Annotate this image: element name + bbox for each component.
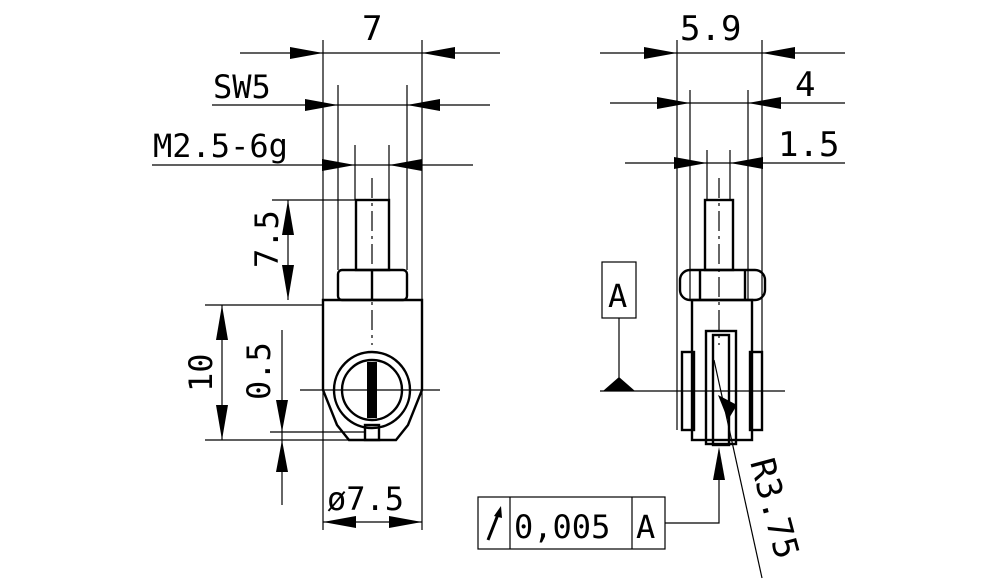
dim-slot-label: 1.5 bbox=[778, 125, 839, 165]
dim-hex-label: SW5 bbox=[213, 68, 271, 106]
dim-stud-length-label: 7.5 bbox=[248, 210, 286, 268]
feature-control-frame: 0,005 A bbox=[477, 447, 725, 550]
left-view: 7 SW5 M2.5-6g 7.5 1 bbox=[152, 9, 500, 530]
dim-thread-label: M2.5-6g bbox=[153, 127, 288, 165]
right-view: 5.9 4 1.5 A R3.75 bbox=[600, 9, 845, 579]
datum-triangle bbox=[603, 377, 635, 391]
radius-label: R3.75 bbox=[741, 454, 806, 563]
circular-runout-icon bbox=[486, 506, 502, 541]
dim-inner-label: 4 bbox=[795, 65, 815, 105]
dim-diameter-label: ø7.5 bbox=[327, 480, 404, 518]
dim-height-label: 10 bbox=[182, 353, 220, 392]
dim-width-label: 7 bbox=[362, 9, 382, 49]
datum-label: A bbox=[608, 277, 627, 315]
dim-offset-label: 0.5 bbox=[240, 342, 278, 400]
tolerance-value: 0,005 bbox=[514, 508, 610, 546]
dim-width-label-right: 5.9 bbox=[680, 9, 741, 49]
tolerance-datum: A bbox=[636, 508, 655, 546]
